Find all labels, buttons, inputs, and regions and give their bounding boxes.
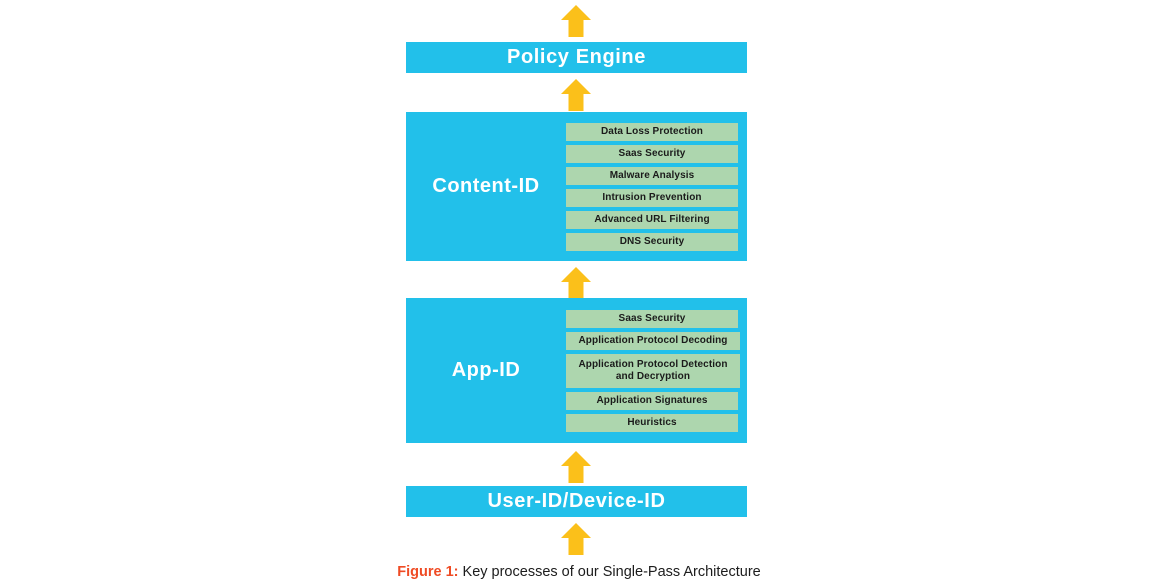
list-item[interactable]: Saas Security (566, 144, 738, 163)
list-item[interactable]: Data Loss Protection (566, 122, 738, 141)
arrow-up-icon-bottom (554, 522, 598, 556)
stage-app-id-items: Saas Security Application Protocol Decod… (566, 309, 747, 432)
stage-content-id-items: Data Loss Protection Saas Security Malwa… (566, 122, 747, 251)
stage-content-id[interactable]: Content-ID Data Loss Protection Saas Sec… (406, 112, 747, 261)
stage-policy-engine-label: Policy Engine (507, 46, 646, 68)
list-item[interactable]: Application Signatures (566, 391, 738, 410)
figure-caption-text: Key processes of our Single-Pass Archite… (458, 564, 761, 580)
arrow-up-icon-top (554, 4, 598, 38)
list-item[interactable]: Heuristics (566, 413, 738, 432)
figure-caption: Figure 1: Key processes of our Single-Pa… (0, 564, 1158, 580)
list-item[interactable]: Intrusion Prevention (566, 188, 738, 207)
arrow-up-icon-policy-to-content (554, 78, 598, 112)
stage-app-id-label: App-ID (451, 359, 521, 381)
stage-user-id-device-id[interactable]: User-ID/Device-ID (406, 486, 747, 517)
list-item[interactable]: Application Protocol Decoding (566, 331, 740, 350)
arrow-up-icon-content-to-app (554, 266, 598, 300)
list-item[interactable]: Malware Analysis (566, 166, 738, 185)
list-item[interactable]: Advanced URL Filtering (566, 210, 738, 229)
list-item[interactable]: DNS Security (566, 232, 738, 251)
stage-user-id-device-id-label: User-ID/Device-ID (487, 490, 666, 512)
stage-app-id[interactable]: App-ID Saas Security Application Protoco… (406, 298, 747, 443)
figure-caption-label: Figure 1: (397, 564, 459, 580)
list-item[interactable]: Saas Security (566, 309, 738, 328)
stage-policy-engine[interactable]: Policy Engine (406, 42, 747, 73)
stage-content-id-label: Content-ID (432, 175, 540, 197)
list-item[interactable]: Application Protocol Detection and Decry… (566, 353, 740, 388)
arrow-up-icon-app-to-user (554, 450, 598, 484)
